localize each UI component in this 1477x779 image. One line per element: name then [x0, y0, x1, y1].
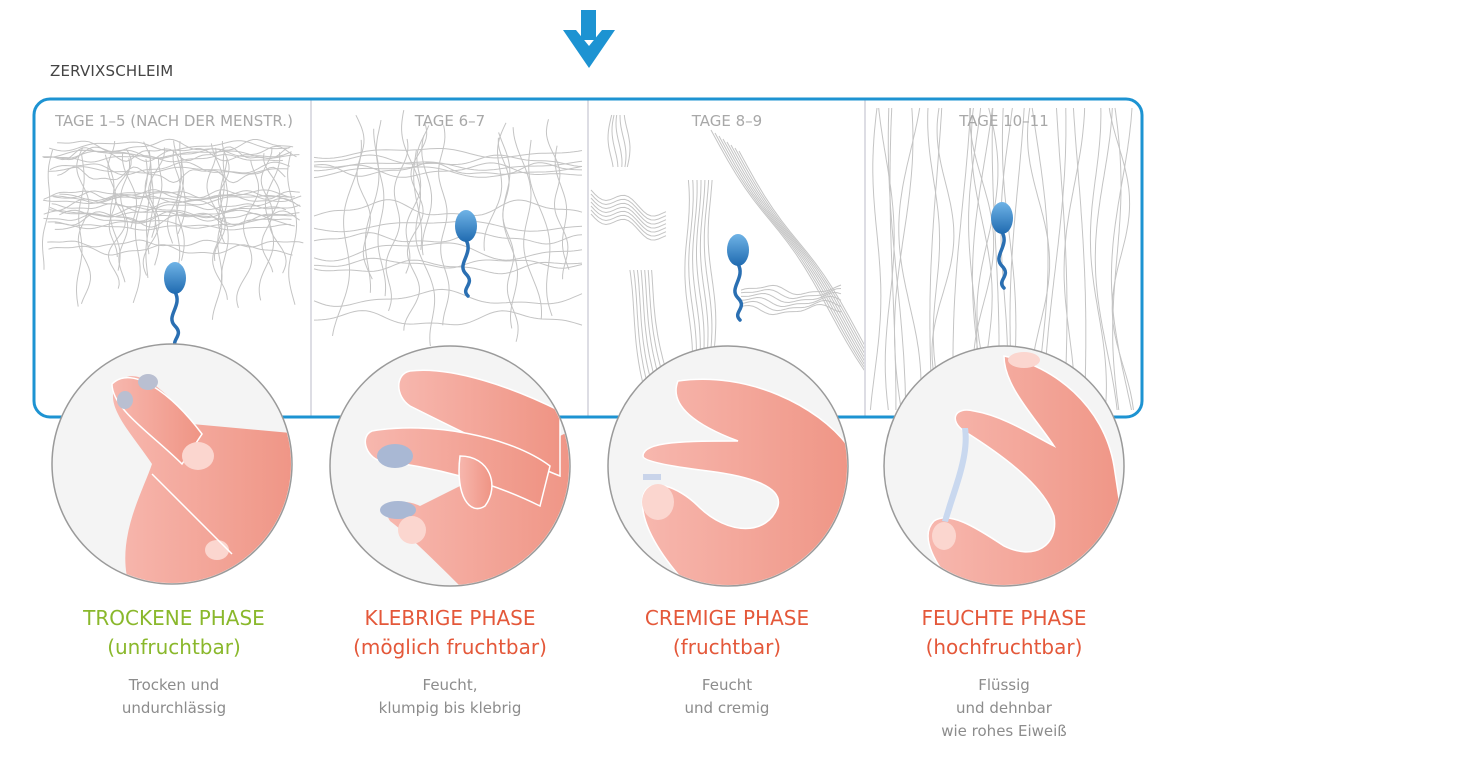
- mucus-texture: [869, 107, 1134, 410]
- sperm-icon: [164, 262, 186, 350]
- fingers-test-icon: [329, 345, 571, 587]
- day-label-1: TAGE 1–5 (NACH DER MENSTR.): [55, 112, 293, 130]
- phase-dry: TROCKENE PHASE (unfruchtbar) Trocken und…: [34, 604, 314, 720]
- fingers-test-icon: [607, 345, 849, 587]
- phase-creamy: CREMIGE PHASE (fruchtbar) Feucht und cre…: [587, 604, 867, 720]
- section-heading: ZERVIXSCHLEIM: [50, 62, 174, 80]
- phase-title: FEUCHTE PHASE: [921, 606, 1087, 630]
- phase-fertility: (unfruchtbar): [107, 635, 241, 659]
- phase-title: TROCKENE PHASE: [83, 606, 265, 630]
- mucus-texture: [590, 114, 864, 401]
- down-arrow-icon: [563, 10, 615, 68]
- day-label-2: TAGE 6–7: [414, 112, 486, 130]
- day-label-3: TAGE 8–9: [691, 112, 763, 130]
- fingers-test-icon: [883, 345, 1125, 587]
- phase-title: KLEBRIGE PHASE: [364, 606, 536, 630]
- phase-description: Flüssig und dehnbar wie rohes Eiweiß: [941, 676, 1067, 740]
- panel-dividers: [310, 100, 866, 416]
- phase-fertility: (möglich fruchtbar): [353, 635, 547, 659]
- sperm-icon: [727, 234, 749, 322]
- mucus-frame: [32, 97, 1144, 419]
- phase-wet: FEUCHTE PHASE (hochfruchtbar) Flüssig un…: [864, 604, 1144, 743]
- sperm-icon: [455, 210, 477, 298]
- phase-title: CREMIGE PHASE: [644, 606, 810, 630]
- sperm-icon: [991, 202, 1013, 290]
- phase-fertility: (fruchtbar): [672, 635, 782, 659]
- phase-description: Trocken und undurchlässig: [121, 676, 227, 717]
- phase-fertility: (hochfruchtbar): [925, 635, 1083, 659]
- phase-sticky: KLEBRIGE PHASE (möglich fruchtbar) Feuch…: [310, 604, 590, 720]
- fingers-test-icon: [51, 343, 293, 585]
- phase-description: Feucht und cremig: [684, 676, 770, 717]
- phase-description: Feucht, klumpig bis klebrig: [378, 676, 522, 717]
- mucus-texture: [313, 110, 583, 347]
- mucus-texture: [42, 138, 304, 320]
- day-label-4: TAGE 10–11: [959, 112, 1049, 130]
